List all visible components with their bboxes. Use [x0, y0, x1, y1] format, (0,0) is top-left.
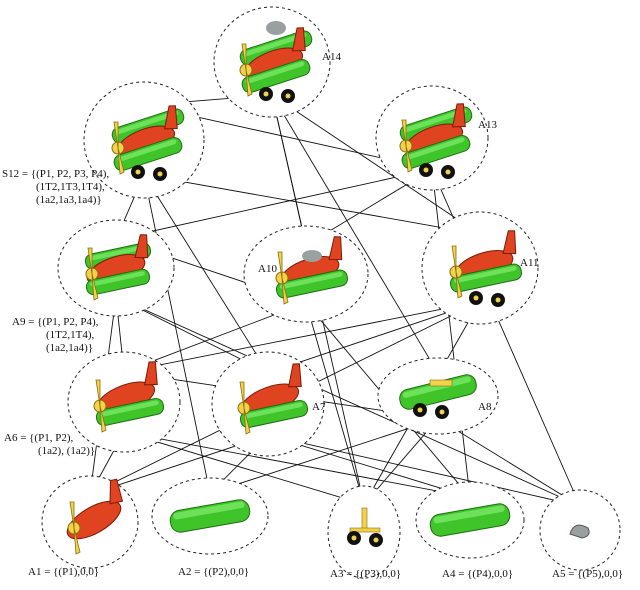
node-label-a13: A13 — [478, 119, 497, 131]
edge-A6-A3 — [123, 431, 365, 505]
a1-label: A1 = {(P1),0,0} — [28, 566, 100, 578]
a4-label: A4 = {(P4),0,0} — [442, 568, 514, 580]
node-a10: A10 — [243, 225, 369, 323]
a9-line-3: (1a2,1a4)} — [46, 342, 94, 354]
a6-label: A6 = {(P1, P2), (1a2), (1a2)} — [4, 432, 95, 458]
a6-line-2: (1a2), (1a2)} — [38, 445, 96, 457]
edge-A8-A5 — [437, 418, 581, 507]
node-label-a10: A10 — [258, 263, 277, 275]
node-a14: A14 — [213, 6, 341, 118]
node-a2 — [151, 477, 269, 555]
node-a4 — [415, 481, 525, 559]
node-a8: A8 — [377, 357, 499, 435]
node-a9 — [57, 219, 175, 317]
edge-A14-A8 — [271, 94, 439, 374]
edge-A11-A6 — [123, 301, 481, 373]
node-a6 — [67, 351, 181, 453]
s12-line-1: S12 = {(P1, P2, P3, P4), — [2, 168, 110, 180]
node-a5 — [539, 489, 621, 571]
a9-label: A9 = {(P1, P2, P4), (1T2,1T4), (1a2,1a4)… — [12, 316, 98, 355]
node-label-a14: A14 — [322, 51, 341, 63]
s12-line-2: (1T2,1T3,1T4), — [36, 181, 105, 193]
node-label-a8: A8 — [478, 401, 492, 413]
a9-line-1: A9 = {(P1, P2, P4), — [12, 316, 99, 328]
s12-line-3: (1a2,1a3,1a4)} — [36, 194, 102, 206]
edge-A11-A7 — [267, 301, 481, 374]
edge-A12-A2 — [143, 174, 211, 494]
edge-A13-A9 — [115, 168, 433, 240]
node-a1 — [41, 475, 139, 569]
a5-label: A5 = {(P5),0,0} — [552, 568, 624, 580]
node-a13: A13 — [375, 85, 497, 191]
node-a3 — [327, 485, 401, 579]
edge-A7-A5 — [267, 434, 581, 507]
edge-A13-A4 — [431, 169, 471, 498]
s12-label: S12 = {(P1, P2, P3, P4), (1T2,1T3,1T4), … — [2, 168, 109, 207]
edge-A8-A2 — [209, 418, 439, 494]
edge-A12-A11 — [143, 174, 481, 235]
a6-line-1: A6 = {(P1, P2), — [4, 432, 74, 444]
edge-A6-A4 — [123, 431, 471, 498]
a3-label: A3 = {(P3),0,0} — [330, 568, 402, 580]
a2-label: A2 = {(P2),0,0} — [178, 566, 250, 578]
node-label-a11: A11 — [520, 257, 539, 269]
edge-A12-A7 — [143, 174, 269, 374]
node-a12 — [83, 81, 205, 199]
node-a11: A11 — [421, 211, 539, 325]
a9-line-2: (1T2,1T4), — [46, 329, 95, 341]
edge-A9-A5 — [115, 296, 581, 507]
node-label-a7: A7 — [312, 401, 326, 413]
node-a7: A7 — [211, 351, 326, 457]
edge-A14-A11 — [271, 94, 481, 235]
